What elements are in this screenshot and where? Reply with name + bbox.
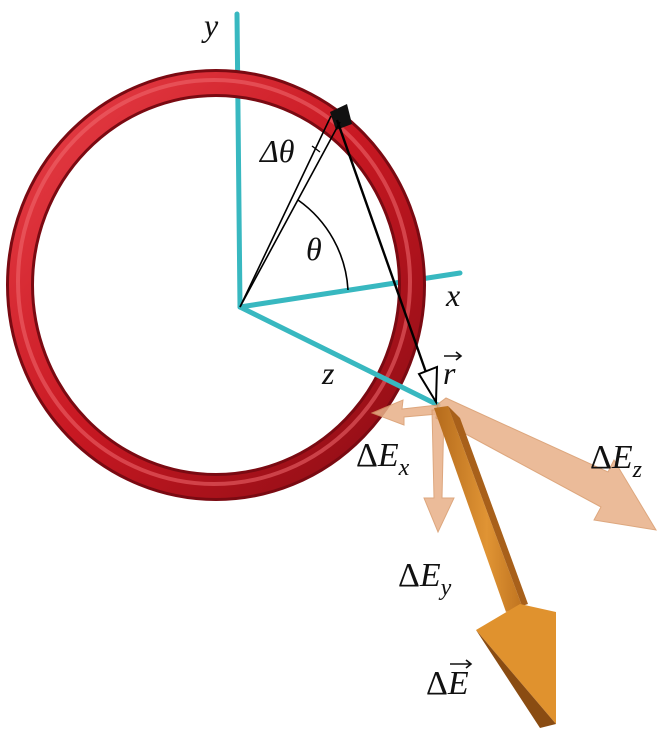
delta-e-arrow (434, 406, 556, 728)
r-vector-label: r (443, 351, 463, 391)
charged-ring (6, 69, 426, 501)
svg-text:ΔE: ΔE (426, 665, 469, 702)
svg-text:ΔEy: ΔEy (398, 557, 452, 601)
delta-e-x-label: ΔEx (356, 437, 410, 481)
y-axis (234, 11, 243, 310)
svg-text:r: r (443, 355, 456, 391)
delta-theta-label: Δθ (258, 133, 295, 169)
r-vector-arrow (335, 119, 439, 406)
svg-text:ΔEz: ΔEz (590, 439, 643, 483)
delta-e-y-label: ΔEy (398, 557, 452, 601)
z-axis (237, 304, 441, 408)
delta-theta-wedge (239, 115, 341, 308)
delta-e-z-arrow (435, 397, 657, 531)
y-axis-label: y (201, 7, 219, 43)
delta-e-label: ΔE (426, 659, 473, 702)
theta-arc (297, 199, 349, 291)
x-axis (237, 270, 463, 310)
svg-text:ΔEx: ΔEx (356, 437, 410, 481)
ring-segment (330, 104, 352, 130)
theta-label: θ (306, 231, 322, 267)
delta-e-z-label: ΔEz (590, 439, 643, 483)
z-axis-label: z (321, 355, 335, 391)
x-axis-label: x (445, 277, 460, 313)
